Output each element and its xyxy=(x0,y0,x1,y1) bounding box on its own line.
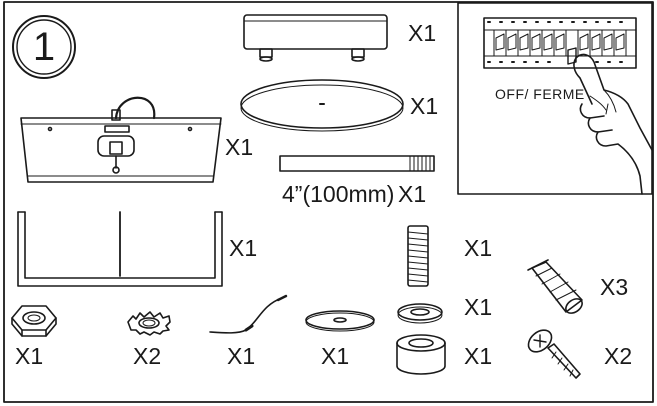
breaker-off-label: OFF/ FERME xyxy=(495,86,585,102)
lock-washer-icon xyxy=(127,311,171,336)
threaded-rod-icon xyxy=(279,155,435,172)
breaker-inset-frame xyxy=(457,2,653,195)
frame-bracket-icon xyxy=(17,211,223,287)
frame-bracket-qty: X1 xyxy=(229,235,258,261)
fixture-body-qty: X1 xyxy=(225,134,254,160)
step-badge-inner xyxy=(16,19,72,75)
spacer-ring-icon xyxy=(396,334,446,375)
hex-nut-icon xyxy=(11,305,57,337)
round-plate-icon xyxy=(240,79,404,132)
wire-nut-icon xyxy=(527,259,583,314)
ground-wire-qty: X1 xyxy=(227,343,256,369)
flat-washer-icon xyxy=(305,310,375,332)
screw-qty: X2 xyxy=(604,343,633,369)
breaker-panel-icon xyxy=(483,17,637,69)
ground-wire-icon xyxy=(209,294,288,334)
hex-nut-qty: X1 xyxy=(15,343,44,369)
wire-nut-qty: X3 xyxy=(600,274,629,300)
step-number: 1 xyxy=(32,25,56,69)
lock-washer-qty: X2 xyxy=(133,343,162,369)
threaded-nipple-icon xyxy=(407,225,429,287)
flat-washer-qty: X1 xyxy=(321,343,350,369)
round-plate-qty: X1 xyxy=(410,93,439,119)
fixture-body-icon xyxy=(20,96,222,183)
hand-icon xyxy=(573,53,653,195)
threaded-rod-qty: X1 xyxy=(398,181,427,207)
spacer-ring-qty: X1 xyxy=(464,343,493,369)
threaded-nipple-qty: X1 xyxy=(464,235,493,261)
diagram-border xyxy=(3,1,654,403)
canopy-cap-icon xyxy=(243,14,388,62)
small-washer-icon xyxy=(397,303,443,324)
small-washer-qty: X1 xyxy=(464,294,493,320)
canopy-cap-qty: X1 xyxy=(408,20,437,46)
threaded-rod-length: 4”(100mm) xyxy=(282,181,395,207)
step-badge-outer xyxy=(12,15,76,79)
screw-icon xyxy=(527,329,581,379)
